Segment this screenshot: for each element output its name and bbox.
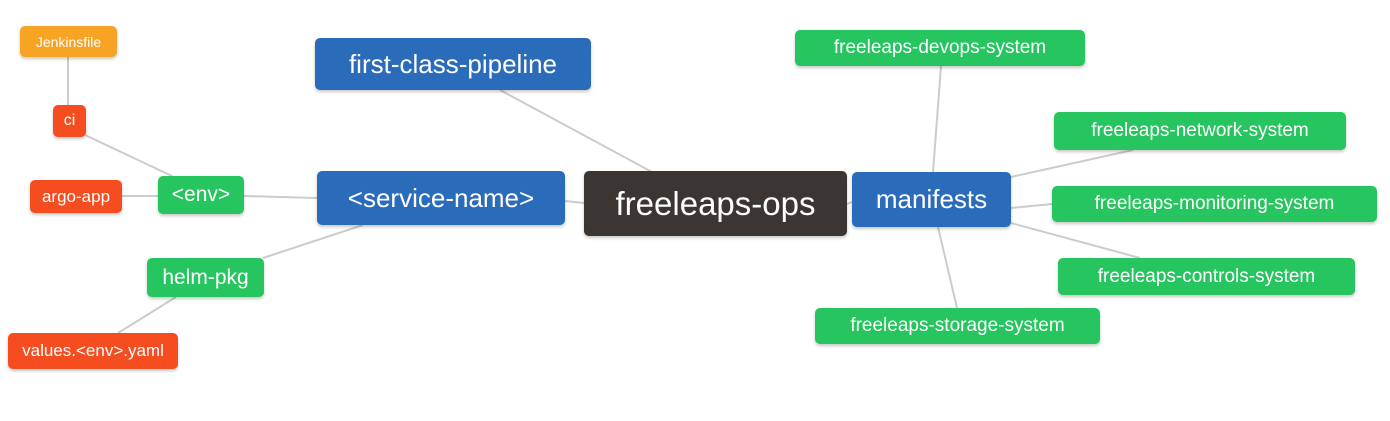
node-service-name[interactable]: <service-name> [317,171,565,225]
node-env[interactable]: <env> [158,176,244,214]
edge-manifests-to-monitoring-system [1010,203,1053,209]
node-jenkinsfile[interactable]: Jenkinsfile [20,26,117,57]
edge-manifests-to-controls-system [1010,222,1141,259]
node-network-system[interactable]: freeleaps-network-system [1054,112,1346,150]
node-first-class-pipeline[interactable]: first-class-pipeline [315,38,591,90]
edge-manifests-to-devops-system [932,65,942,173]
edge-ci-to-env [84,134,173,177]
edge-service-name-to-helm-pkg [262,224,364,259]
edge-service-name-to-freeleaps-ops [564,200,585,204]
edge-manifests-to-network-system [1010,149,1134,178]
node-monitoring-system[interactable]: freeleaps-monitoring-system [1052,186,1377,222]
node-ci[interactable]: ci [53,105,86,137]
node-storage-system[interactable]: freeleaps-storage-system [815,308,1100,344]
node-values-env-yaml[interactable]: values.<env>.yaml [8,333,178,369]
edge-manifests-to-storage-system [937,226,958,309]
edge-first-class-pipeline-to-freeleaps-ops [499,89,653,173]
node-argo-app[interactable]: argo-app [30,180,122,213]
node-manifests[interactable]: manifests [852,172,1011,227]
edge-helm-pkg-to-values-env-yaml [117,296,177,334]
node-freeleaps-ops[interactable]: freeleaps-ops [584,171,847,236]
node-helm-pkg[interactable]: helm-pkg [147,258,264,297]
node-devops-system[interactable]: freeleaps-devops-system [795,30,1085,66]
node-controls-system[interactable]: freeleaps-controls-system [1058,258,1355,295]
edge-env-to-service-name [243,195,318,199]
